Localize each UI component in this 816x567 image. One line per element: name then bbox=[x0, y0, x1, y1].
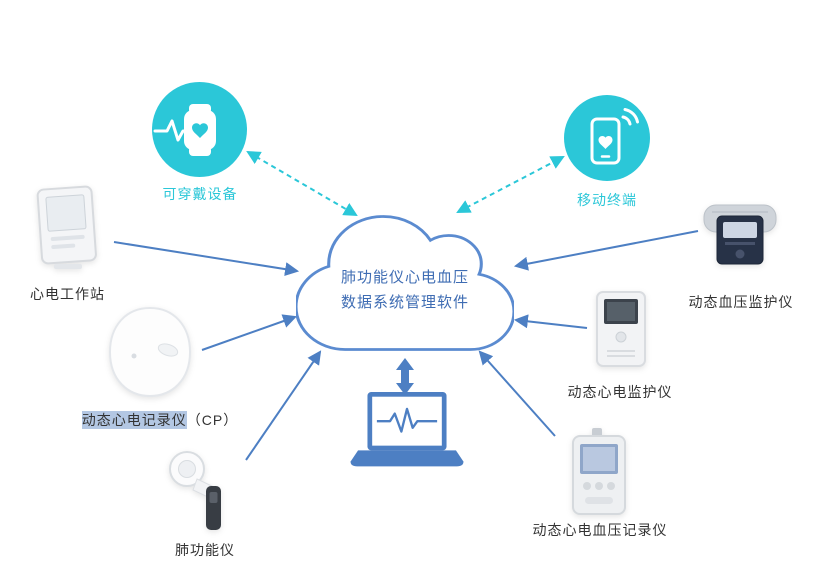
abp-monitor-label: 动态血压监护仪 bbox=[688, 294, 794, 310]
cloud-title: 肺功能仪心电血压 数据系统管理软件 bbox=[296, 265, 514, 315]
spirometer-image bbox=[169, 451, 221, 530]
laptop-icon bbox=[350, 392, 464, 467]
wearable-node bbox=[152, 82, 247, 177]
arrow-mobile-cloud bbox=[456, 156, 565, 213]
abp-monitor-image bbox=[703, 204, 777, 265]
wearable-label: 可穿戴设备 bbox=[162, 186, 238, 202]
laptop-node bbox=[350, 392, 464, 472]
cloud-node: 肺功能仪心电血压 数据系统管理软件 bbox=[296, 207, 514, 359]
mobile-node bbox=[564, 95, 650, 181]
holter-recorder-label-main: 动态心电记录仪 bbox=[81, 411, 187, 429]
arrow-holter-monitor-to-cloud bbox=[513, 314, 588, 329]
cloud-shape bbox=[296, 215, 514, 351]
cloud-title-line1: 肺功能仪心电血压 bbox=[340, 268, 469, 286]
ecg-workstation-label: 心电工作站 bbox=[30, 286, 105, 302]
holter-recorder-image bbox=[108, 306, 192, 398]
abp-monitor-node bbox=[700, 200, 780, 270]
arrow-spirometer-to-cloud bbox=[245, 350, 322, 461]
cloud-title-line2: 数据系统管理软件 bbox=[340, 293, 469, 311]
arrow-laptop-cloud bbox=[396, 358, 414, 395]
arrow-wearable-cloud bbox=[246, 150, 358, 217]
ecg-bp-recorder-node bbox=[562, 428, 636, 518]
holter-monitor-node bbox=[590, 290, 652, 368]
arrow-abp-monitor-to-cloud bbox=[513, 230, 699, 271]
holter-recorder-label: 动态心电记录仪（CP） bbox=[60, 410, 260, 430]
spirometer-label: 肺功能仪 bbox=[175, 542, 235, 558]
arrow-ecg-bp-recorder-to-cloud bbox=[478, 350, 556, 437]
arrow-workstation-to-cloud bbox=[113, 241, 300, 277]
holter-monitor-label: 动态心电监护仪 bbox=[567, 384, 673, 400]
holter-monitor-image bbox=[596, 291, 646, 367]
holter-recorder-node bbox=[104, 302, 196, 402]
ecg-workstation-node bbox=[24, 184, 110, 272]
ecg-bp-recorder-label: 动态心电血压记录仪 bbox=[532, 522, 668, 538]
smartwatch-icon bbox=[153, 104, 216, 156]
ecg-bp-recorder-image bbox=[572, 428, 626, 515]
mobile-label: 移动终端 bbox=[577, 192, 637, 208]
smartphone-icon bbox=[590, 108, 639, 165]
holter-recorder-label-suffix: （CP） bbox=[186, 412, 239, 428]
spirometer-node bbox=[162, 448, 238, 532]
ecg-workstation-image bbox=[36, 185, 97, 269]
arrow-recorder-to-cloud bbox=[201, 314, 297, 351]
